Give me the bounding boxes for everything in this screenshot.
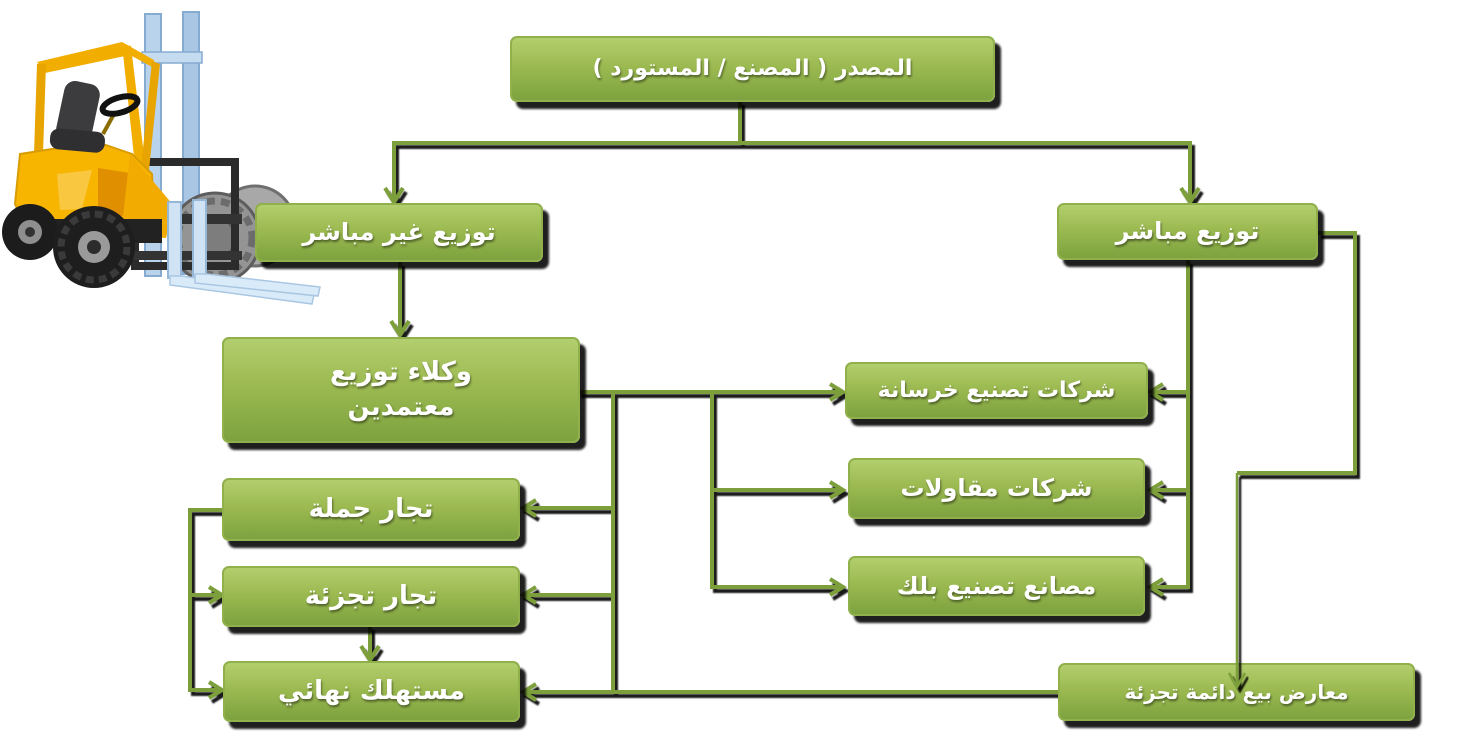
forklift-seat <box>49 80 106 153</box>
arrowhead-into-concrete-right <box>1146 382 1165 402</box>
node-retailers: تجار تجزئة <box>222 566 520 627</box>
arrowhead-into-concrete-left <box>828 382 847 402</box>
node-block-factories: مصانع تصنيع بلك <box>848 556 1145 616</box>
forklift-steering-wheel <box>99 93 141 135</box>
node-final-consumer: مستهلك نهائي <box>223 661 520 722</box>
node-indirect-label: توزيع غير مباشر <box>302 218 496 247</box>
arrowhead-into-showrooms-top <box>1227 672 1247 690</box>
node-consumer-label: مستهلك نهائي <box>278 675 465 706</box>
node-contracting-label: شركات مقاولات <box>900 474 1093 503</box>
forklift-front-left-wheel <box>53 206 135 288</box>
arrowhead-into-direct <box>1179 186 1201 206</box>
arrowhead-into-agents <box>389 319 411 339</box>
node-concrete-companies: شركات تصنيع خرسانة <box>845 362 1148 419</box>
node-block-label: مصانع تصنيع بلك <box>896 571 1097 600</box>
node-retail-label: تجار تجزئة <box>304 580 438 611</box>
node-agents-label: وكلاء توزيع معتمدين <box>330 356 472 422</box>
arrowhead-into-block-right <box>1146 577 1165 597</box>
forklift-rear-left-wheel <box>2 204 58 260</box>
node-concrete-label: شركات تصنيع خرسانة <box>877 377 1116 403</box>
connector-direct-showrooms-loop <box>1237 231 1357 475</box>
node-authorized-agents: وكلاء توزيع معتمدين <box>222 337 580 443</box>
arrowhead-into-indirect <box>383 186 405 206</box>
arrowhead-into-consumer-right <box>519 682 538 702</box>
node-wholesalers: تجار جملة <box>222 478 520 541</box>
arrowhead-into-wholesale <box>519 498 538 518</box>
arrowhead-into-contracting-right <box>1146 480 1165 500</box>
arrowhead-into-block-left <box>828 577 847 597</box>
connector-wholesale-loop <box>188 508 222 692</box>
connector-source-split <box>392 141 1192 200</box>
node-wholesale-label: تجار جملة <box>308 493 434 524</box>
arrowhead-into-contracting-left <box>828 480 847 500</box>
forklift-illustration-icon <box>2 11 321 305</box>
node-direct-label: توزيع مباشر <box>1115 217 1260 246</box>
node-direct-distribution: توزيع مباشر <box>1057 203 1318 260</box>
node-indirect-distribution: توزيع غير مباشر <box>255 203 543 262</box>
arrowhead-into-consumer-top <box>359 644 381 664</box>
node-retail-showrooms: معارض بيع دائمة تجزئة <box>1058 663 1415 721</box>
connector-direct-column <box>1153 260 1190 589</box>
node-source-label: المصدر ( المصنع / المستورد ) <box>592 56 913 82</box>
arrowhead-into-retail-right <box>519 585 538 605</box>
arrowhead-into-consumer-left <box>207 680 226 700</box>
node-contracting-companies: شركات مقاولات <box>848 458 1145 519</box>
node-source: المصدر ( المصنع / المستورد ) <box>510 36 995 102</box>
forklift-forks <box>167 199 321 305</box>
connector-trunk-right <box>710 392 840 589</box>
